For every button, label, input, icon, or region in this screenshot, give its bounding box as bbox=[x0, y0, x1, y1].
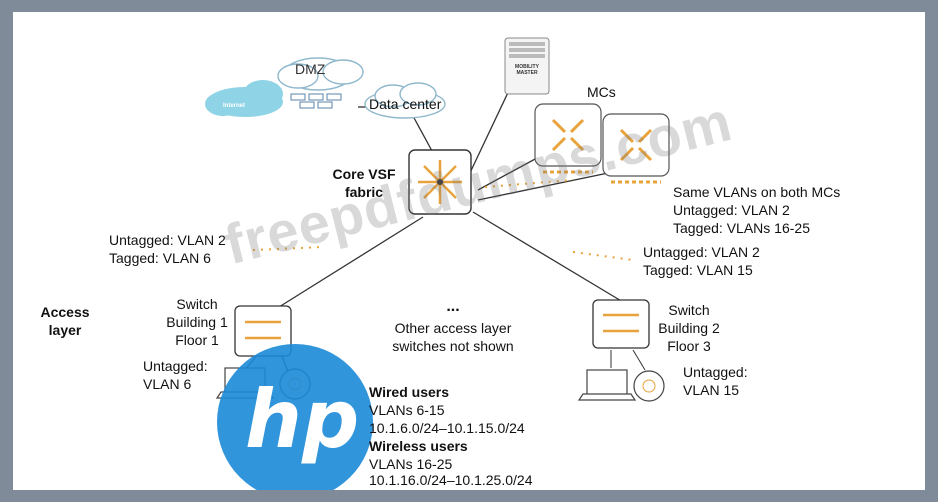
wireless-users-subnets: 10.1.16.0/24–10.1.25.0/24 bbox=[369, 472, 533, 488]
b1-untagged-line1: Untagged: bbox=[143, 358, 208, 374]
access-layer-line1: Access bbox=[40, 304, 90, 320]
ellipsis-label: ... bbox=[446, 298, 460, 315]
sw1-label-line2: Building 1 bbox=[166, 314, 228, 330]
sw1-label-line1: Switch bbox=[176, 296, 218, 312]
mc-tagged-label: Tagged: VLANs 16-25 bbox=[673, 220, 810, 236]
left-tagged-label: Tagged: VLAN 6 bbox=[109, 250, 211, 266]
wired-users-subnets: 10.1.6.0/24–10.1.15.0/24 bbox=[369, 420, 525, 436]
mobility-master-label: MOBILITY MASTER bbox=[515, 64, 539, 76]
other-switches-line2: switches not shown bbox=[392, 338, 514, 354]
building2-laptop bbox=[577, 369, 637, 401]
sw2-label-line3: Floor 3 bbox=[667, 338, 711, 354]
core-vsf-device bbox=[408, 149, 472, 215]
switch-building2-device bbox=[592, 299, 650, 349]
same-vlans-label: Same VLANs on both MCs bbox=[673, 184, 841, 200]
link-core-sw2 bbox=[472, 211, 624, 303]
datacenter-cloud bbox=[364, 82, 446, 119]
hp-logo-text: hp bbox=[245, 373, 360, 466]
vlan-marker-mc bbox=[484, 179, 574, 188]
wired-users-title: Wired users bbox=[369, 384, 450, 400]
sw2-label-line1: Switch bbox=[668, 302, 710, 318]
b2-untagged-line1: Untagged: bbox=[683, 364, 748, 380]
mc2-device bbox=[602, 113, 670, 184]
core-label-line2: fabric bbox=[344, 184, 384, 200]
right-tagged-label: Tagged: VLAN 15 bbox=[643, 262, 753, 278]
left-untagged-label: Untagged: VLAN 2 bbox=[109, 232, 226, 248]
building2-ap bbox=[633, 370, 665, 402]
switch-building1-device bbox=[234, 305, 292, 357]
link-core-mc2 bbox=[477, 171, 614, 201]
right-untagged-label: Untagged: VLAN 2 bbox=[643, 244, 760, 260]
mc1-device bbox=[534, 103, 602, 174]
core-label-line1: Core VSF bbox=[332, 166, 396, 182]
b2-untagged-line2: VLAN 15 bbox=[683, 382, 740, 398]
vlan-marker-right bbox=[572, 251, 634, 261]
other-switches-line1: Other access layer bbox=[394, 320, 512, 336]
link-core-sw1 bbox=[270, 216, 424, 313]
sw2-label-line2: Building 2 bbox=[658, 320, 720, 336]
internet-label: Internet bbox=[223, 103, 246, 109]
wireless-users-title: Wireless users bbox=[369, 438, 468, 454]
dmz-cloud bbox=[277, 57, 364, 91]
diagram-frame: DMZ Internet Data center MOBILITY MASTER… bbox=[13, 12, 925, 490]
b1-untagged-line2: VLAN 6 bbox=[143, 376, 192, 392]
mobility-master-device bbox=[504, 37, 550, 95]
mc-untagged-label: Untagged: VLAN 2 bbox=[673, 202, 790, 218]
access-layer-line2: layer bbox=[48, 322, 82, 338]
wired-users-vlans: VLANs 6-15 bbox=[369, 402, 445, 418]
dmz-label: DMZ bbox=[295, 61, 326, 77]
sw1-label-line3: Floor 1 bbox=[175, 332, 219, 348]
datacenter-label: Data center bbox=[369, 96, 442, 112]
link-core-mm bbox=[467, 81, 514, 178]
internet-cloud bbox=[205, 80, 283, 117]
hp-logo bbox=[217, 344, 373, 490]
topology-lines bbox=[205, 37, 670, 490]
dmz-servers bbox=[290, 93, 342, 109]
mcs-label: MCs bbox=[587, 84, 616, 100]
wireless-users-vlans: VLANs 16-25 bbox=[369, 456, 453, 472]
